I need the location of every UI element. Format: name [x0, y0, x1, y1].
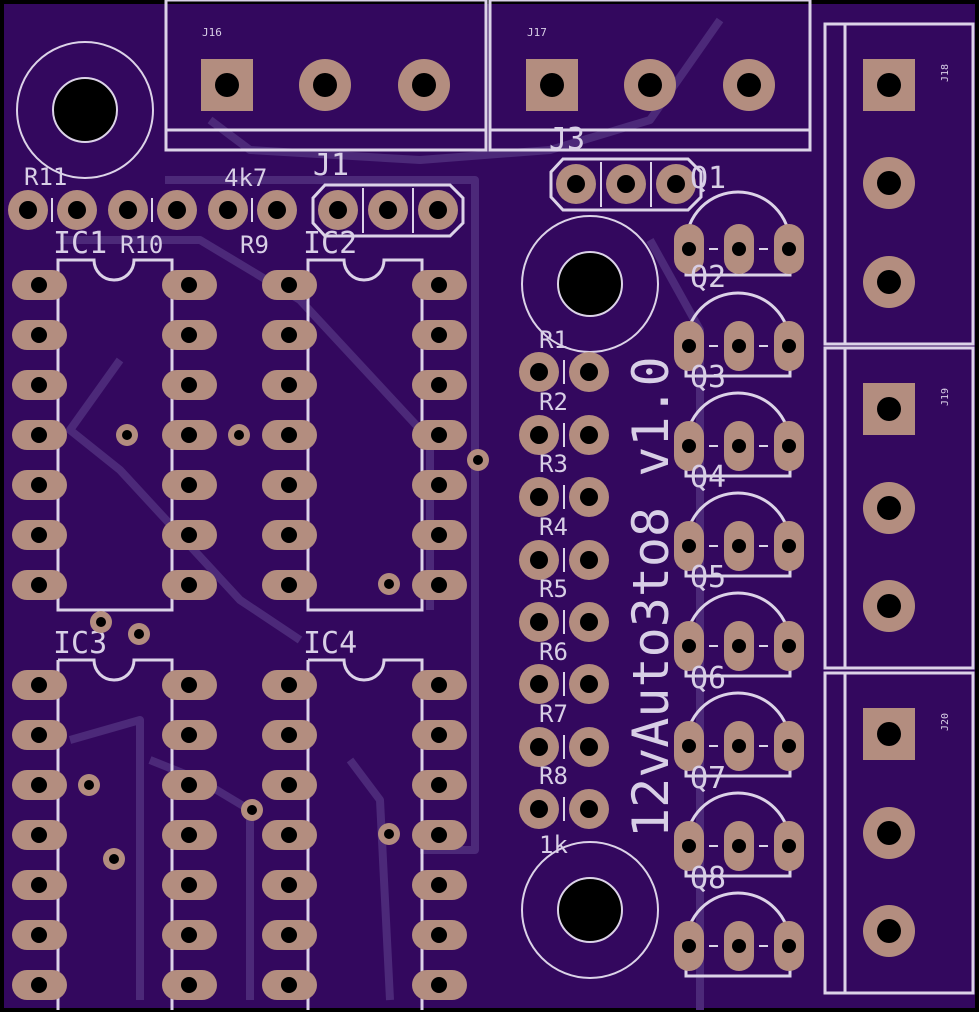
terminal-label-j20: J20: [940, 713, 951, 731]
resistor-label-r5: R5: [539, 575, 568, 603]
resistor-column: R1 R2 R3 R4 R5: [519, 326, 609, 859]
terminal-j18: J18: [823, 22, 975, 346]
resistor-label-r2: R2: [539, 388, 568, 416]
resistor-r11: R11: [8, 163, 97, 230]
transistor-q5: Q5: [674, 560, 804, 678]
mounting-hole: [521, 841, 659, 979]
transistor-column: Q1 Q2 Q3 Q4 Q5: [674, 161, 804, 978]
resistor-label-r9: R9: [240, 231, 269, 259]
mounting-hole: [16, 41, 154, 179]
transistor-q6: Q6: [674, 661, 804, 778]
resistor-r5: R5: [519, 575, 609, 642]
terminal-j16: J16: [164, 0, 488, 152]
header-label-j1: J1: [313, 148, 349, 183]
resistor-label-r7: R7: [539, 700, 568, 728]
transistor-q2: Q2: [674, 260, 804, 378]
mounting-hole: [521, 215, 659, 353]
resistor-value-r8: 1k: [539, 831, 568, 859]
terminal-j20: J20: [823, 671, 975, 995]
board-title: 12vAuto3to8 v1.0: [622, 356, 680, 838]
transistor-label-q6: Q6: [690, 661, 726, 696]
terminal-label-j19: J19: [940, 388, 951, 406]
resistor-label-r4: R4: [539, 513, 568, 541]
ic-label-ic2: IC2: [303, 226, 357, 261]
transistor-q8: Q8: [674, 861, 804, 978]
header-j1: J1: [311, 148, 465, 238]
ic2: IC2: [262, 226, 467, 612]
terminal-j19: J19: [823, 346, 975, 670]
ic3: IC3: [12, 626, 217, 1010]
resistor-r4: R4: [519, 513, 609, 580]
resistor-label-r10: R10: [120, 231, 163, 259]
resistor-label-r6: R6: [539, 638, 568, 666]
resistor-r3: R3: [519, 450, 609, 517]
resistor-r1: R1: [519, 326, 609, 392]
transistor-q7: Q7: [674, 761, 804, 878]
transistor-label-q2: Q2: [690, 260, 726, 295]
transistor-label-q3: Q3: [690, 360, 726, 395]
header-label-j3: J3: [549, 122, 585, 157]
resistor-r2: R2: [519, 388, 609, 455]
transistor-label-q4: Q4: [690, 460, 726, 495]
ic1: IC1: [12, 226, 217, 612]
resistor-value-r9: 4k7: [224, 164, 267, 192]
resistor-r8: R8 1k: [519, 762, 609, 859]
resistor-label-r8: R8: [539, 762, 568, 790]
mounting-holes: [16, 41, 659, 979]
resistor-label-r11: R11: [24, 163, 67, 191]
transistor-q4: Q4: [674, 460, 804, 578]
transistor-q1: Q1: [674, 161, 804, 277]
resistor-r10: R10: [108, 190, 197, 259]
transistor-q3: Q3: [674, 360, 804, 478]
transistor-label-q8: Q8: [690, 861, 726, 896]
transistor-label-q7: Q7: [690, 761, 726, 796]
terminal-j17: J17: [488, 0, 812, 152]
header-j3: J3: [549, 122, 703, 212]
resistor-r7: R7: [519, 700, 609, 767]
terminal-label-j18: J18: [940, 64, 951, 82]
vias: [78, 424, 489, 870]
resistor-r6: R6: [519, 638, 609, 704]
ic-label-ic1: IC1: [53, 226, 107, 261]
terminal-label-j16: J16: [202, 26, 222, 39]
resistor-label-r3: R3: [539, 450, 568, 478]
transistor-label-q1: Q1: [690, 161, 726, 196]
terminal-label-j17: J17: [527, 26, 547, 39]
ic4: IC4: [262, 626, 467, 1010]
transistor-label-q5: Q5: [690, 560, 726, 595]
resistor-label-r1: R1: [539, 326, 568, 354]
ic-label-ic4: IC4: [303, 626, 357, 661]
resistor-r9: 4k7 R9: [208, 164, 297, 259]
